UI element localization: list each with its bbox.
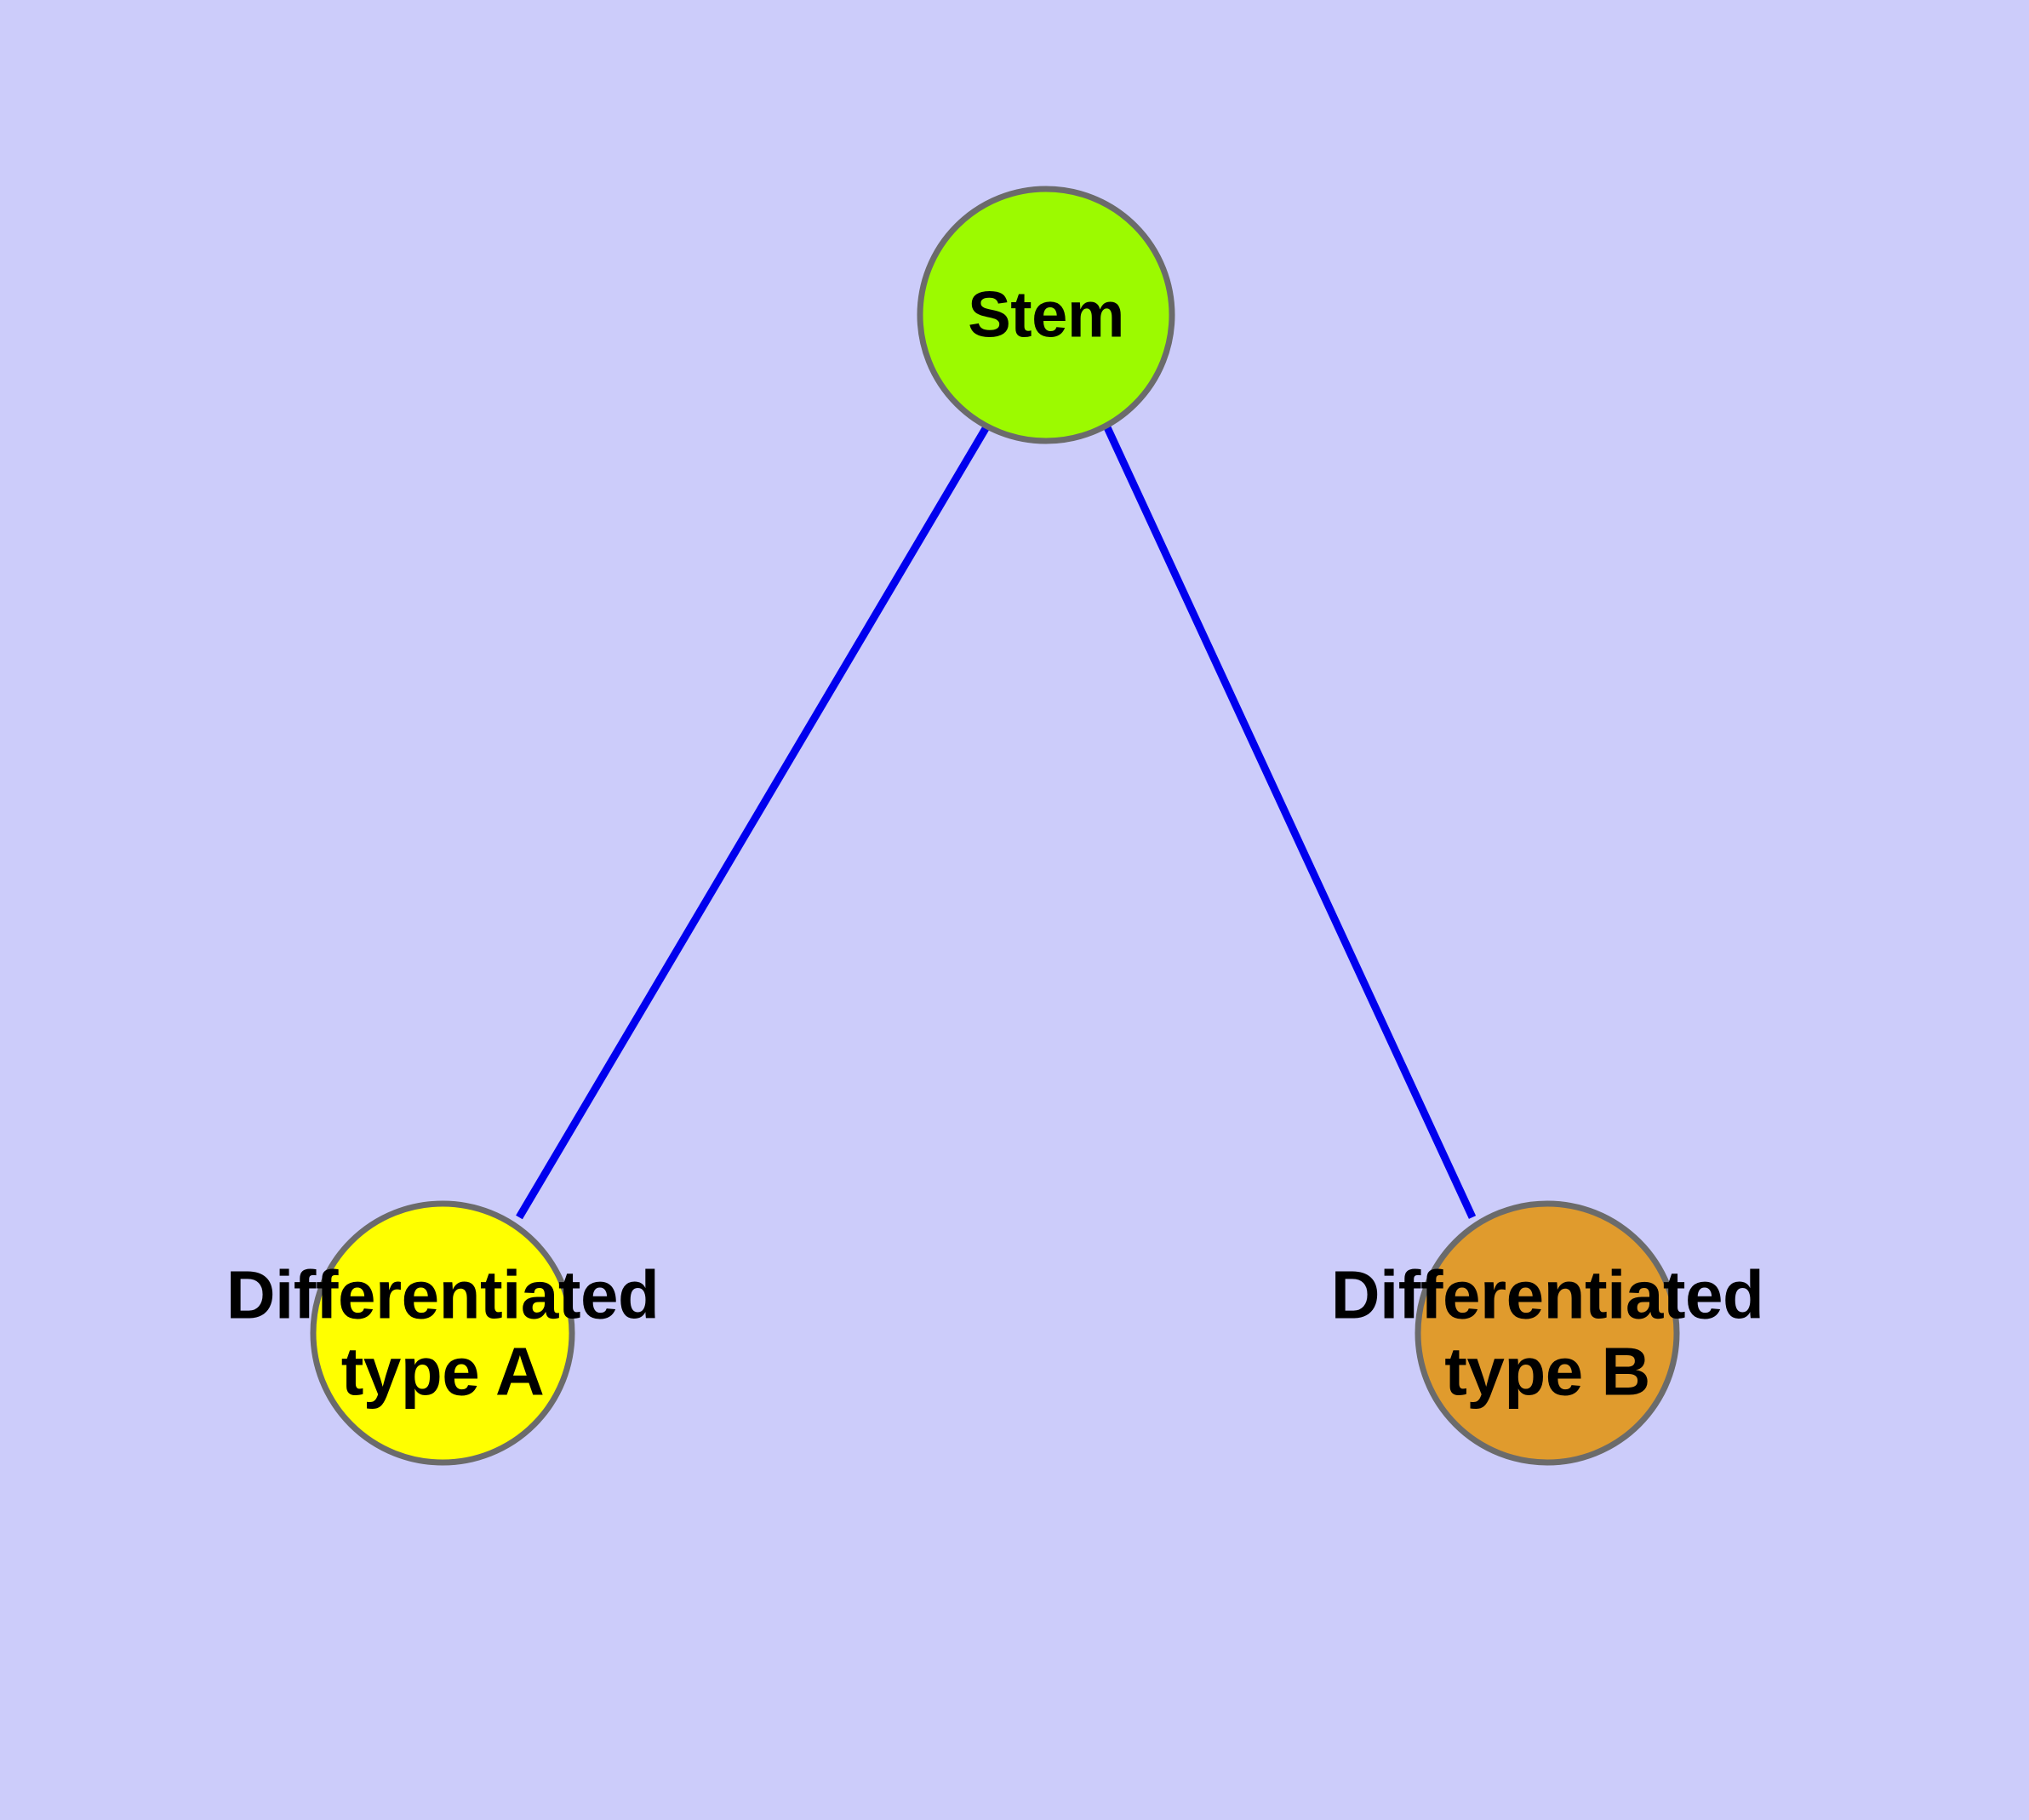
edge-layer — [516, 423, 1477, 1220]
graph-node-stem[interactable] — [917, 186, 1175, 444]
graph-edge — [516, 423, 991, 1220]
graph-node-diff_a[interactable] — [310, 1200, 575, 1466]
node-layer — [310, 186, 1680, 1466]
graph-edge — [1102, 424, 1477, 1219]
graph-node-diff_b[interactable] — [1415, 1200, 1680, 1466]
